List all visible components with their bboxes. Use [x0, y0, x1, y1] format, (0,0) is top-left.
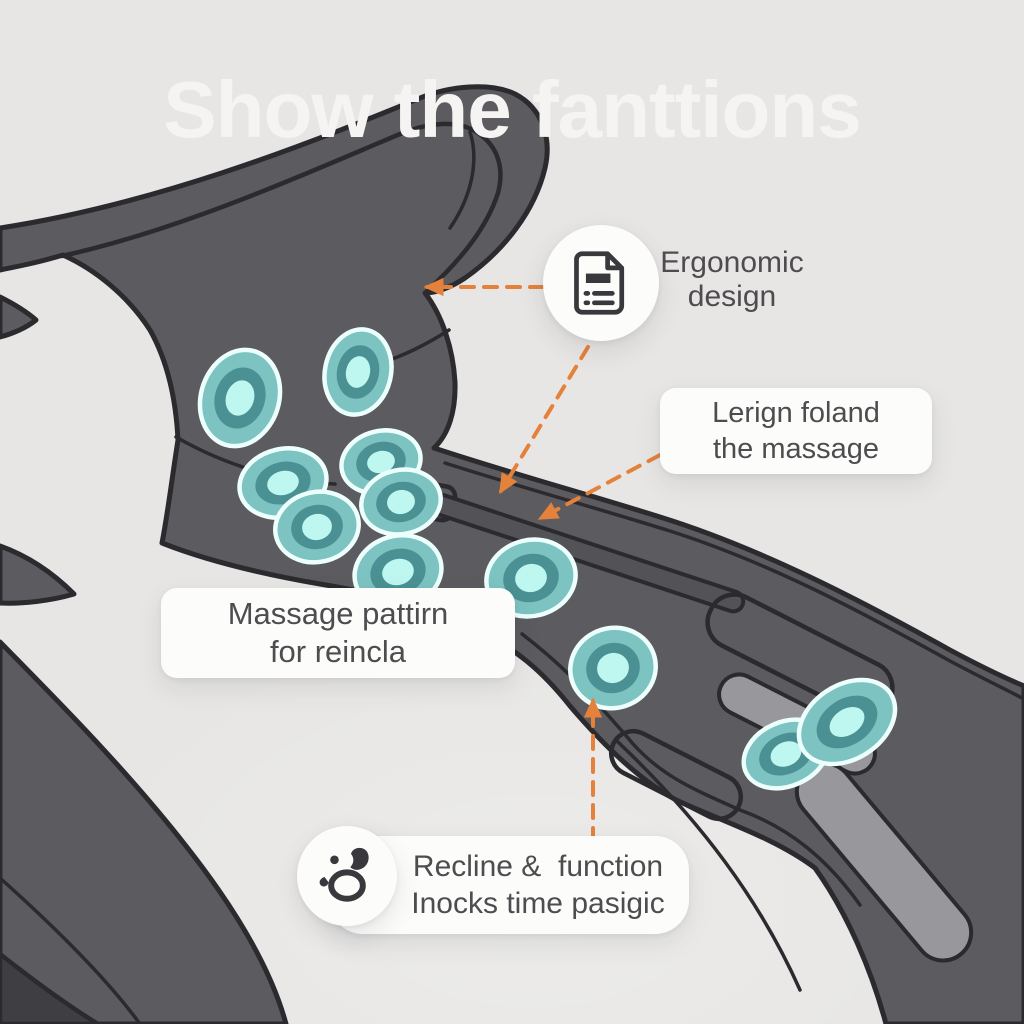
callout-ergonomic-label: Ergonomic design: [660, 246, 804, 313]
document-icon-circle: [543, 225, 659, 341]
collar-curl-line: [448, 130, 476, 230]
callout-massage-pattern-label: Massage pattirn for reincla: [227, 596, 449, 669]
armrest-wedges: [0, 543, 289, 1024]
collar-rim-line: [59, 121, 503, 295]
arrow-fold-to-slot: [537, 453, 662, 520]
massage-nodes: [197, 327, 898, 791]
massage-node: [322, 327, 394, 417]
recline-icon-circle: [297, 826, 397, 926]
arrow-icon-to-slot: [499, 345, 590, 495]
callout-recline-label: Recline & function Inocks time pasigic: [411, 850, 665, 920]
massage-node: [273, 489, 361, 565]
device-edge-sliver: [0, 294, 39, 340]
callout-fold-label: Lerign foland the massage: [712, 397, 880, 465]
massage-node: [796, 677, 898, 767]
massage-node: [359, 467, 443, 537]
callout-massage-pattern-box: Massage pattirn for reincla: [161, 588, 515, 678]
leader-arrows: [423, 277, 662, 843]
recline-swirl-icon: [319, 847, 369, 902]
massage-node: [568, 625, 658, 711]
page-title: Show the fanttions: [163, 65, 862, 154]
callout-fold-box: Lerign foland the massage: [660, 388, 932, 474]
document-icon: [574, 251, 625, 315]
massage-node: [237, 446, 329, 520]
band-top-inner-line: [443, 461, 1024, 701]
massage-node: [197, 347, 283, 449]
